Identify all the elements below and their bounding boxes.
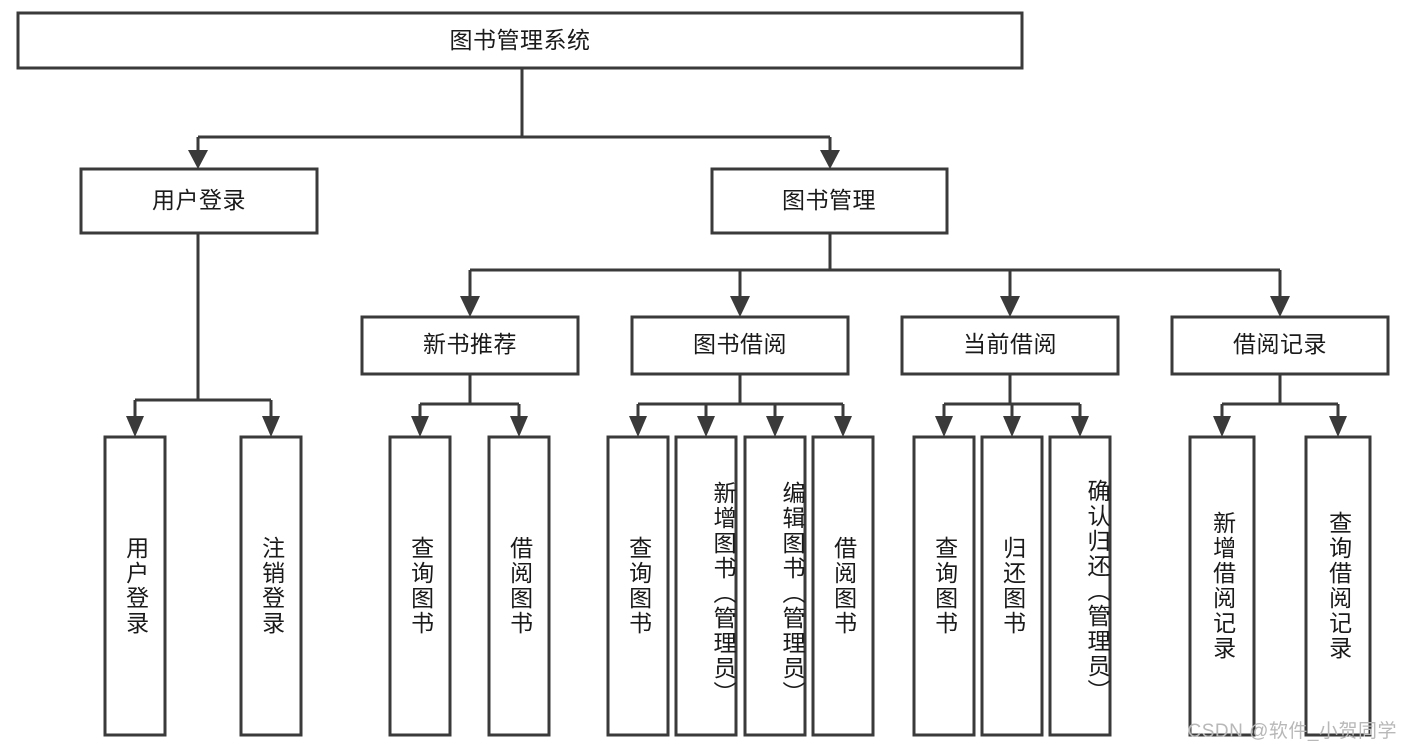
- node-box-borrow-record[interactable]: [1170, 315, 1390, 376]
- connector-group-current-borrow: [935, 374, 1089, 437]
- leaf-box-edit-book[interactable]: [743, 435, 807, 737]
- arrowhead-leaf-borrow-book-2: [834, 416, 852, 437]
- arrowhead-leaf-add-record: [1213, 416, 1231, 437]
- connector-group-user-login: [126, 233, 280, 437]
- arrowhead-leaf-user-login: [126, 416, 144, 437]
- node-box-book-borrow[interactable]: [630, 315, 850, 376]
- arrowhead-book-mgmt: [820, 150, 840, 169]
- leaf-box-borrow-book-1[interactable]: [487, 435, 551, 737]
- arrowhead-leaf-query-record: [1329, 416, 1347, 437]
- label-current-borrow: 当前借阅: [963, 331, 1057, 357]
- leaf-box-add-book[interactable]: [674, 435, 738, 737]
- arrowhead-leaf-return-book: [1003, 416, 1021, 437]
- connector-group-book-borrow: [629, 374, 852, 437]
- arrowhead-leaf-add-book: [697, 416, 715, 437]
- leaf-box-add-record[interactable]: [1188, 435, 1256, 737]
- label-borrow-record: 借阅记录: [1233, 331, 1327, 357]
- connector-group-borrow-record: [1213, 374, 1347, 437]
- label-new-book-recommend: 新书推荐: [423, 331, 517, 357]
- label-book-management: 图书管理: [782, 187, 876, 213]
- node-box-user-login[interactable]: [79, 167, 319, 235]
- connector-group-new-book: [411, 374, 528, 437]
- arrowhead-leaf-query-book-3: [935, 416, 953, 437]
- label-root: 图书管理系统: [450, 27, 591, 53]
- arrowhead-leaf-query-book-1: [411, 416, 429, 437]
- label-book-borrow: 图书借阅: [693, 331, 787, 357]
- arrowhead-user-login: [188, 150, 208, 169]
- arrowhead-leaf-query-book-2: [629, 416, 647, 437]
- watermark-text: CSDN @软件_小贺同学: [1187, 721, 1397, 742]
- leaf-box-confirm-return[interactable]: [1048, 435, 1112, 737]
- node-box-root[interactable]: [16, 11, 1024, 70]
- leaf-box-query-book-1[interactable]: [388, 435, 452, 737]
- connector-group-book-mgmt: [460, 233, 1290, 317]
- arrowhead-new-book: [460, 296, 480, 317]
- leaf-box-query-record[interactable]: [1304, 435, 1372, 737]
- leaf-box-query-book-3[interactable]: [912, 435, 976, 737]
- leaf-box-return-book[interactable]: [980, 435, 1044, 737]
- arrowhead-leaf-edit-book: [766, 416, 784, 437]
- arrowhead-leaf-borrow-book-1: [510, 416, 528, 437]
- connector-group-root: [188, 68, 840, 169]
- node-box-current-borrow[interactable]: [900, 315, 1120, 376]
- node-box-new-book-recommend[interactable]: [360, 315, 580, 376]
- leaf-box-logout[interactable]: [239, 435, 303, 737]
- node-box-book-management[interactable]: [710, 167, 949, 235]
- leaf-box-borrow-book-2[interactable]: [811, 435, 875, 737]
- arrowhead-leaf-confirm-return: [1071, 416, 1089, 437]
- arrowhead-book-borrow: [730, 296, 750, 317]
- arrowhead-borrow-record: [1270, 296, 1290, 317]
- label-user-login: 用户登录: [152, 187, 246, 213]
- arrowhead-leaf-logout: [262, 416, 280, 437]
- leaf-box-query-book-2[interactable]: [606, 435, 670, 737]
- leaf-box-user-login[interactable]: [103, 435, 167, 737]
- arrowhead-current-borrow: [1000, 296, 1020, 317]
